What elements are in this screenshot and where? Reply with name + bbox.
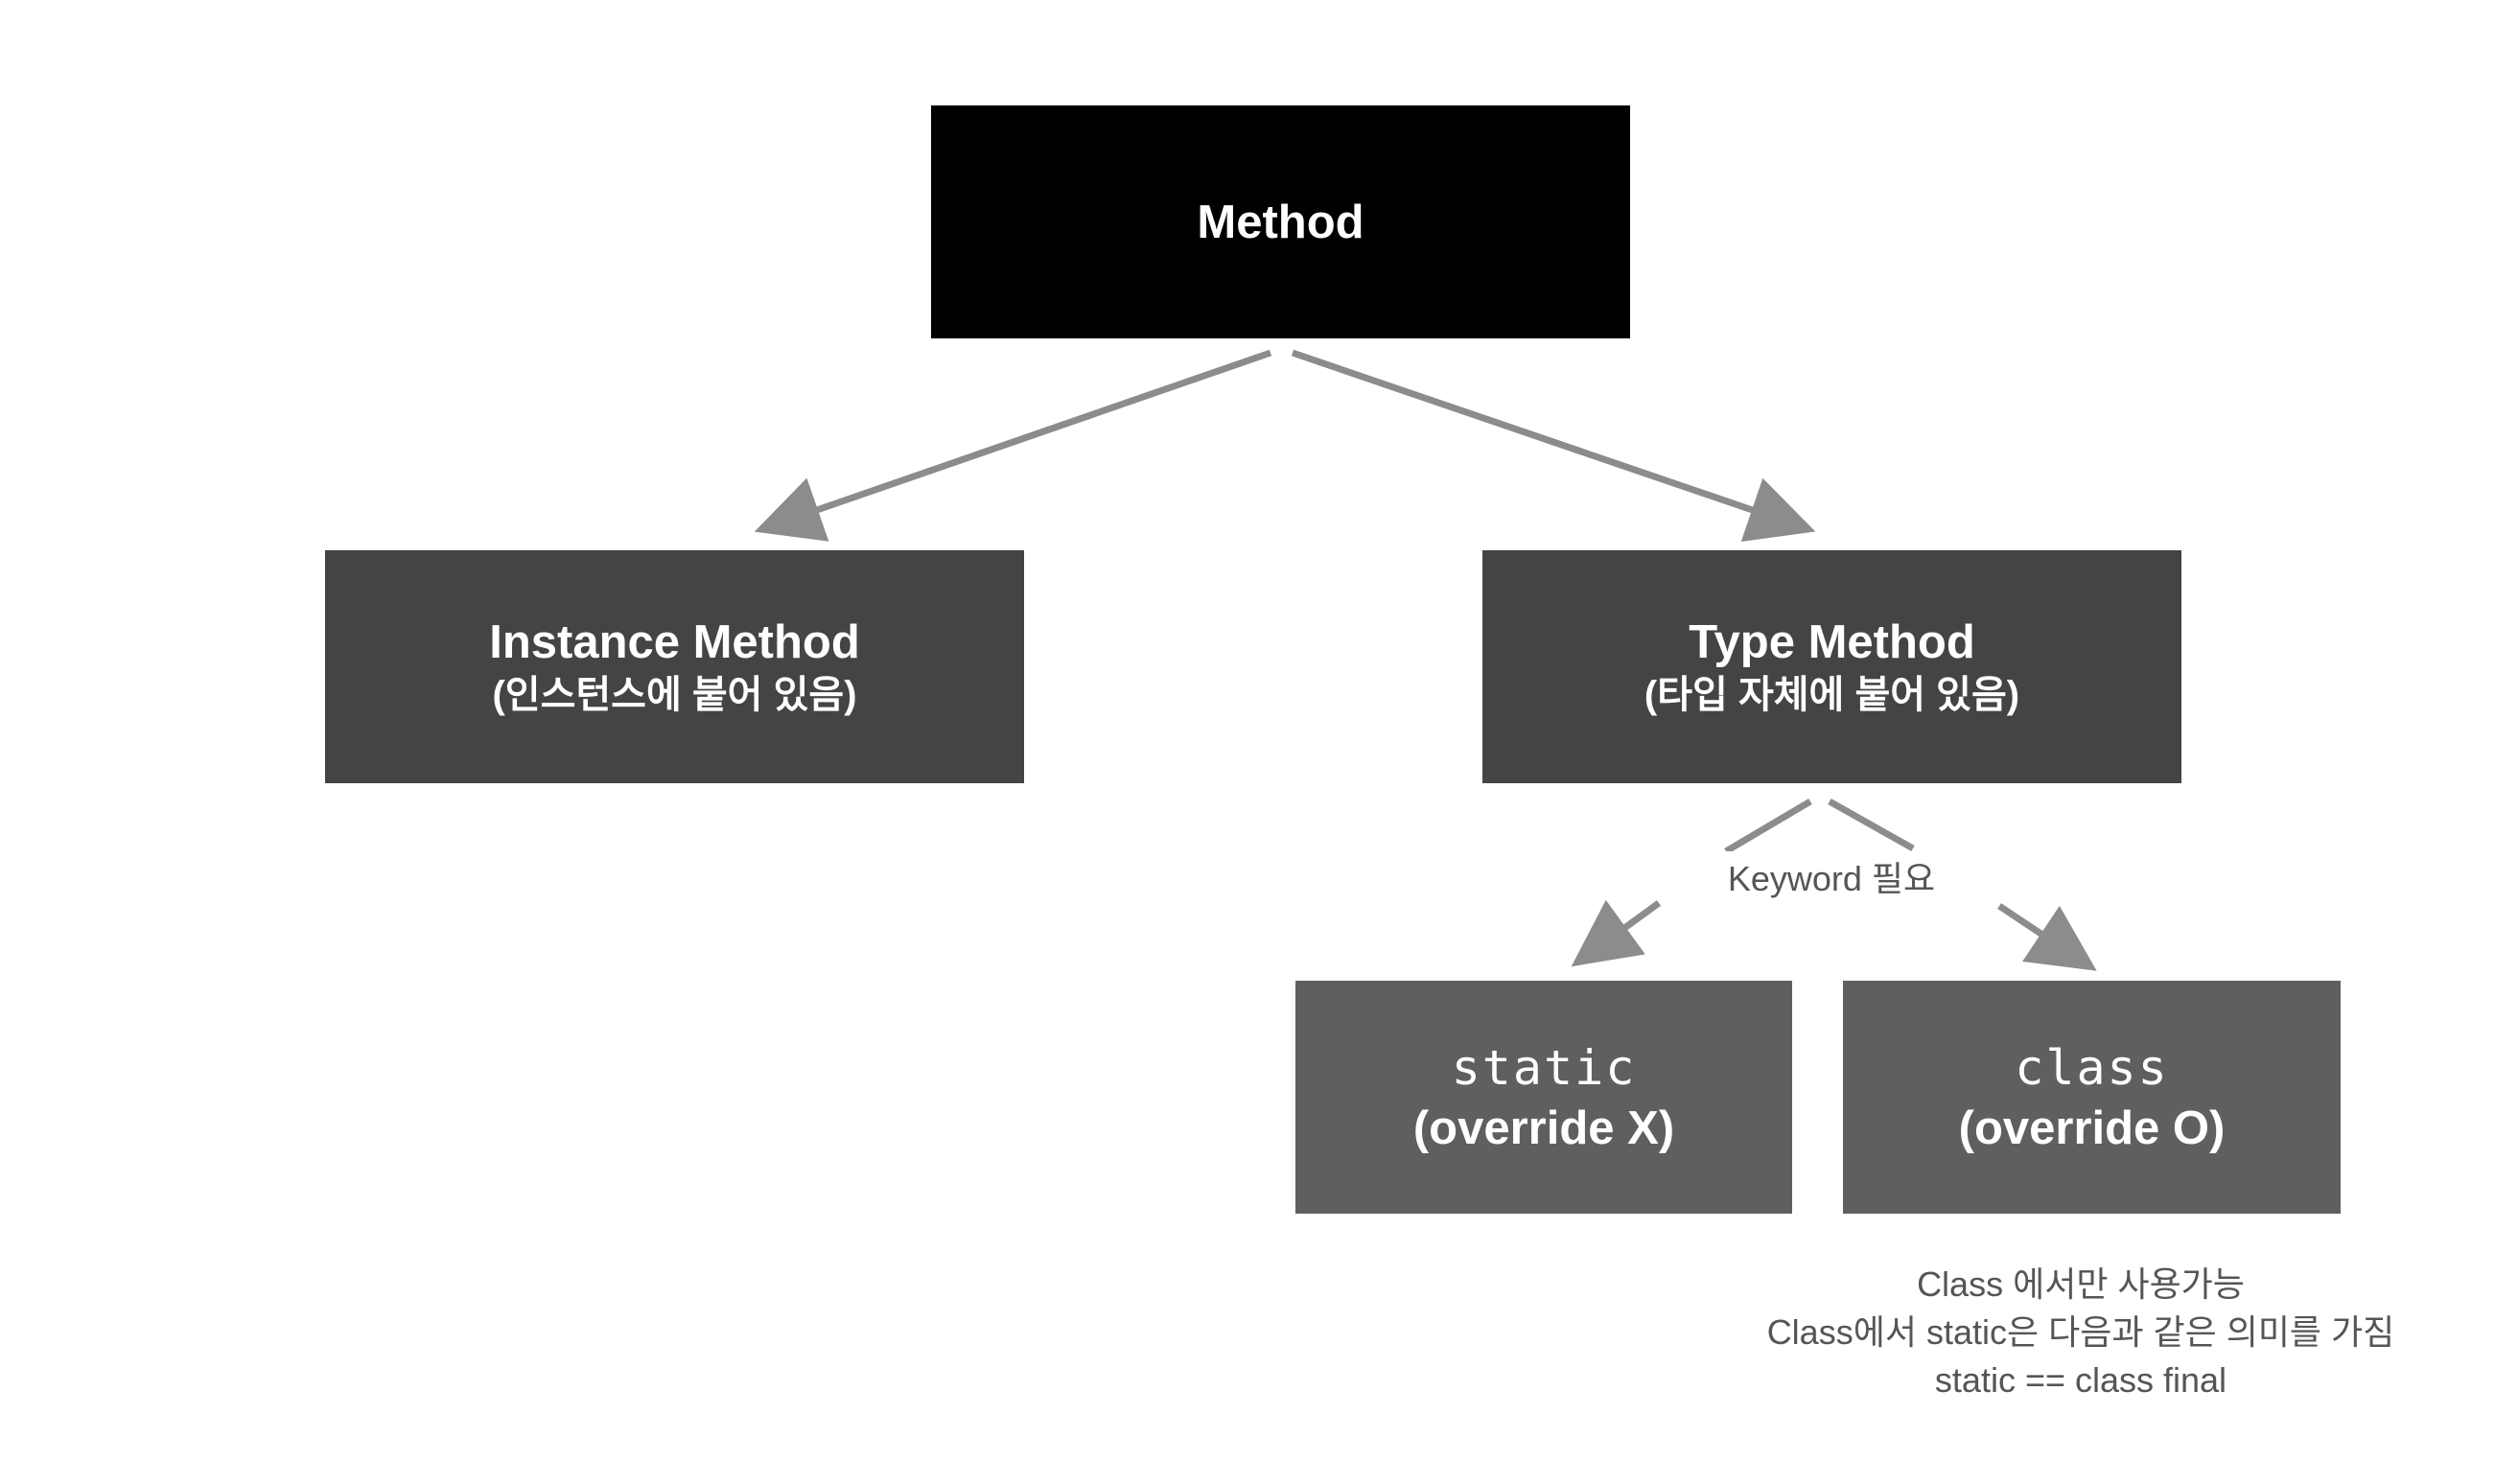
type-method-subtitle: (타입 자체에 붙어 있음)	[1644, 673, 2020, 716]
class-keyword-note: Class 에서만 사용가능 Class에서 static은 다음과 같은 의미…	[1726, 1261, 2436, 1404]
note-line-2: Class에서 static은 다음과 같은 의미를 가짐	[1766, 1312, 2395, 1352]
class-keyword-label: class	[2015, 1039, 2169, 1096]
method-label: Method	[1197, 196, 1364, 248]
arrow-method-to-type	[1291, 349, 1816, 542]
method-node: Method	[931, 105, 1630, 338]
arrow-method-to-instance	[754, 349, 1272, 542]
note-line-1: Class 에서만 사용가능	[1917, 1264, 2245, 1304]
static-keyword-label: static	[1451, 1039, 1637, 1096]
static-keyword-node: static (override X)	[1295, 981, 1792, 1214]
keyword-required-label: Keyword 필요	[1697, 851, 1966, 901]
type-method-node: Type Method (타입 자체에 붙어 있음)	[1482, 550, 2181, 783]
class-override-label: (override O)	[1958, 1101, 2226, 1154]
arrow-type-to-static	[1724, 798, 1812, 855]
class-keyword-node: class (override O)	[1843, 981, 2341, 1214]
arrow-type-to-static-head	[1571, 899, 1662, 967]
type-method-title: Type Method	[1689, 615, 1975, 668]
arrow-type-to-class-head	[1997, 903, 2097, 971]
instance-method-node: Instance Method (인스턴스에 붙어 있음)	[325, 550, 1024, 783]
instance-method-subtitle: (인스턴스에 붙어 있음)	[492, 673, 857, 716]
note-line-3: static == class final	[1934, 1360, 2227, 1400]
static-override-label: (override X)	[1412, 1101, 1675, 1154]
instance-method-title: Instance Method	[489, 615, 860, 668]
arrow-type-to-class	[1828, 798, 1915, 852]
